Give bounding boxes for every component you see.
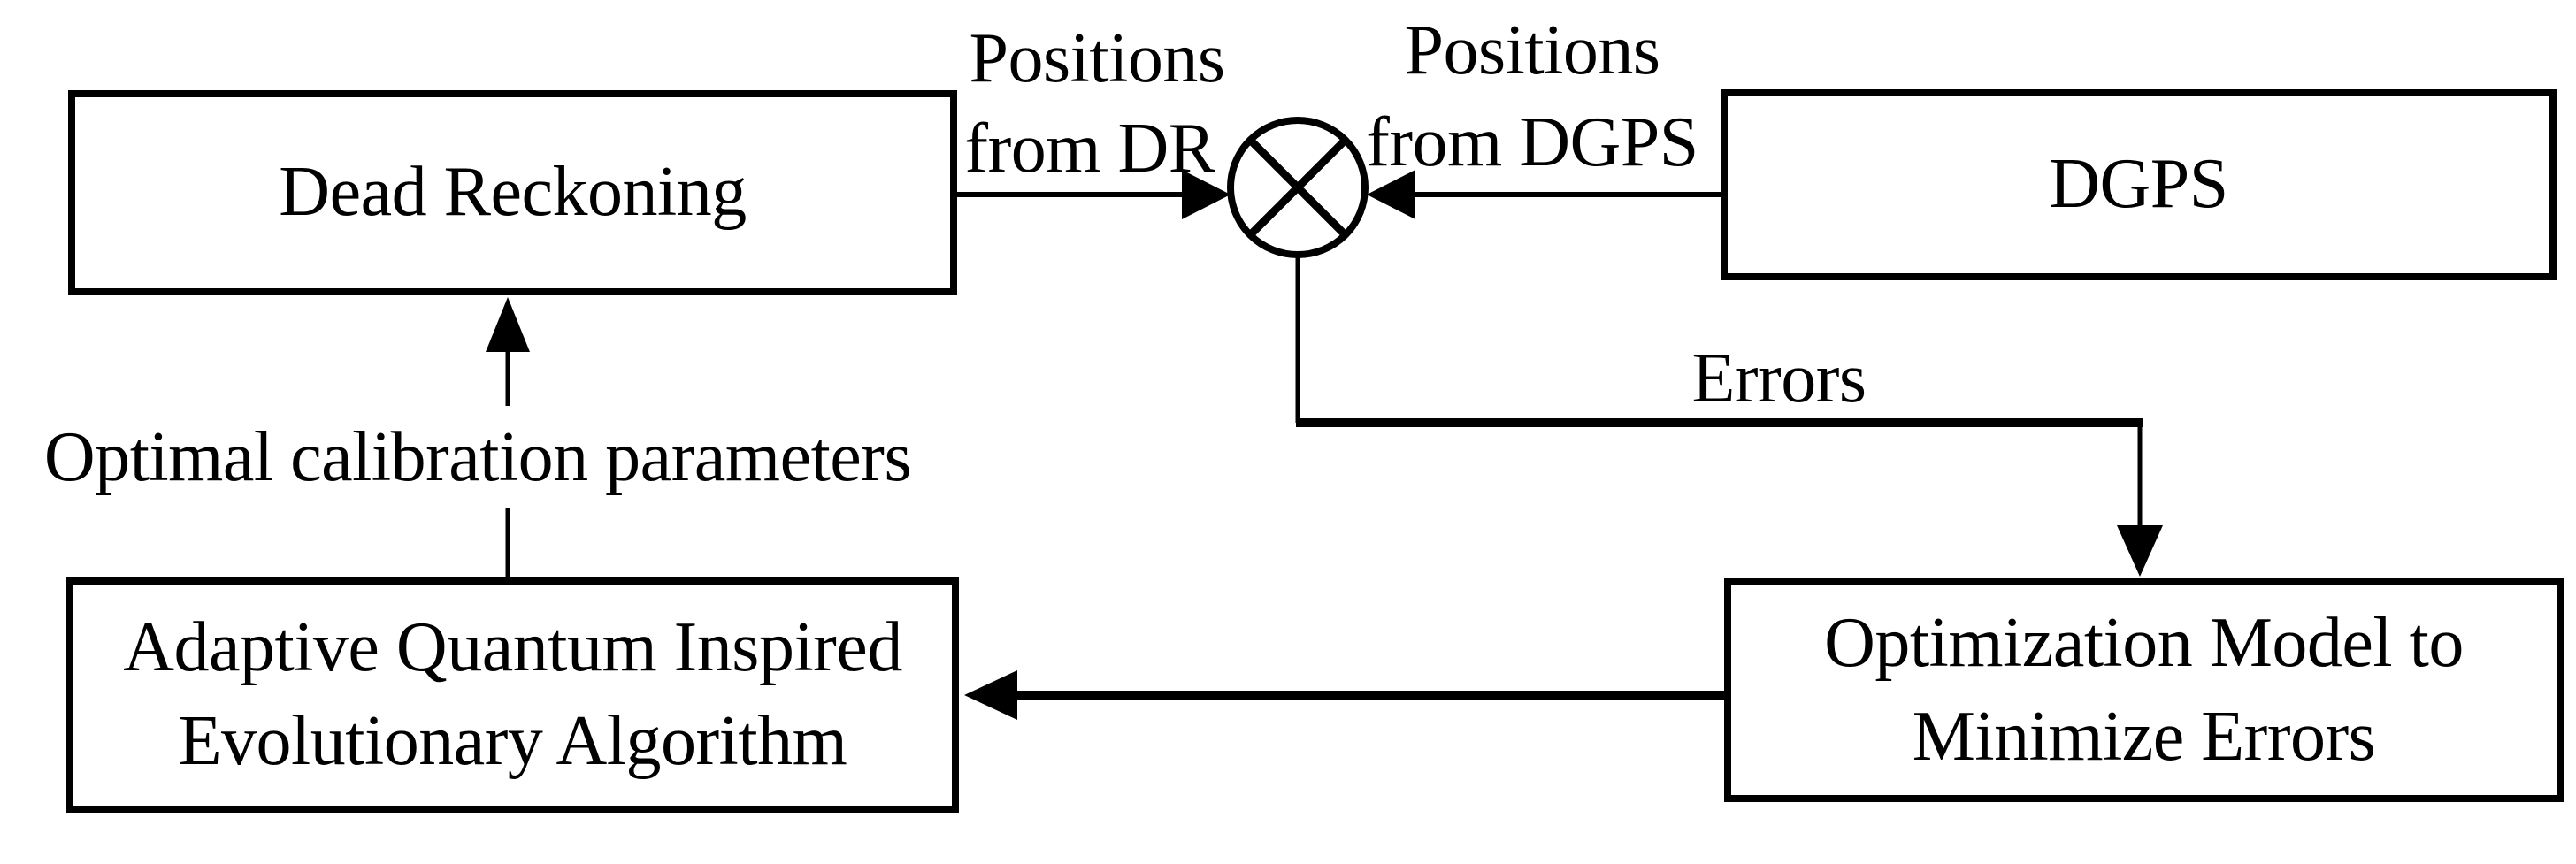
- optimization-label-line1: Optimization Model to: [1824, 603, 2464, 682]
- aqiea-to-dr-arrowhead-icon: [486, 297, 530, 352]
- positions-from-dr-label-line2: from DR: [964, 110, 1215, 187]
- dgps-label: DGPS: [2049, 145, 2228, 224]
- positions-from-dgps-label-line1: Positions: [1404, 11, 1660, 89]
- dgps-box: DGPS: [1721, 89, 2557, 280]
- errors-arrowhead-icon: [2117, 525, 2163, 577]
- optimization-label-line2: Minimize Errors: [1912, 697, 2376, 776]
- dead-reckoning-box: Dead Reckoning: [68, 90, 957, 295]
- dgps-to-comparator-arrowhead-icon: [1367, 170, 1415, 219]
- errors-label: Errors: [1691, 340, 1867, 417]
- positions-from-dgps-label-line2: from DGPS: [1366, 103, 1698, 181]
- optimal-calibration-parameters-label: Optimal calibration parameters: [34, 406, 921, 508]
- dr-to-comparator-arrowhead-icon: [1182, 170, 1230, 219]
- positions-from-dr-label-line1: Positions: [969, 19, 1225, 97]
- dead-reckoning-label: Dead Reckoning: [279, 153, 747, 232]
- aqiea-box: Adaptive Quantum Inspired Evolutionary A…: [66, 577, 959, 813]
- aqiea-label-line2: Evolutionary Algorithm: [178, 702, 847, 780]
- optimization-box: Optimization Model to Minimize Errors: [1724, 578, 2564, 802]
- aqiea-label-line1: Adaptive Quantum Inspired: [123, 608, 902, 687]
- comparator-cross-line-2: [1246, 136, 1349, 239]
- optimization-to-aqiea-arrowhead-icon: [964, 670, 1017, 720]
